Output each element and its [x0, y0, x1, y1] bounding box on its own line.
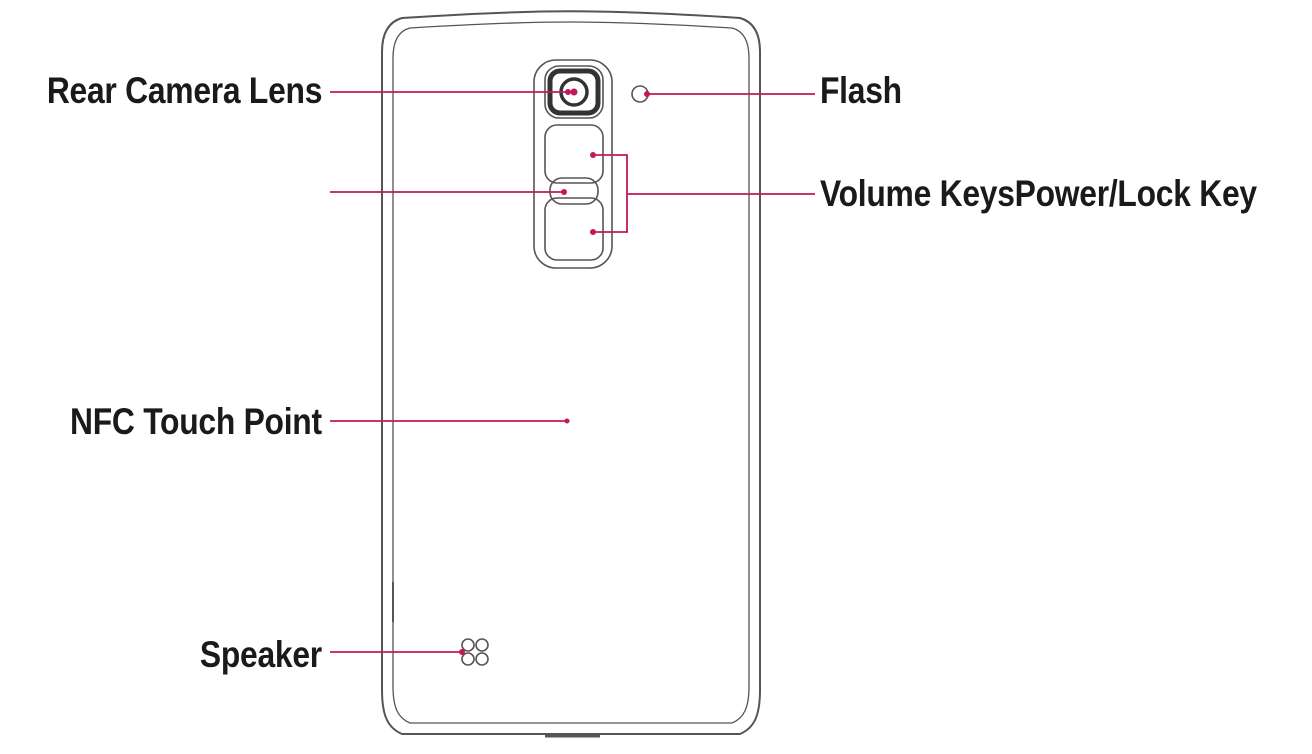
speaker-icon — [461, 638, 489, 666]
leader-dots — [459, 89, 650, 655]
speaker-label: Speaker — [199, 634, 322, 675]
phone-inner-outline — [392, 21, 750, 724]
volume-up-key — [544, 124, 604, 184]
leader-lines — [330, 91, 815, 653]
volume-down-key — [544, 197, 604, 261]
phone-body — [381, 10, 761, 738]
nfc-touch-point-label: NFC Touch Point — [70, 401, 322, 442]
power-lock-key-icon — [549, 177, 599, 205]
camera-lens-center — [570, 88, 578, 96]
flash-label: Flash — [820, 70, 902, 111]
camera-module — [533, 59, 613, 269]
rear-camera-lens-label: Rear Camera Lens — [46, 70, 323, 111]
volume-keys-power-lock-key-label: Volume KeysPower/Lock Key — [820, 173, 1257, 214]
phone-outer-outline — [381, 10, 761, 735]
camera-housing-outer — [533, 59, 613, 269]
nfc-touch-point-dot — [564, 418, 570, 424]
